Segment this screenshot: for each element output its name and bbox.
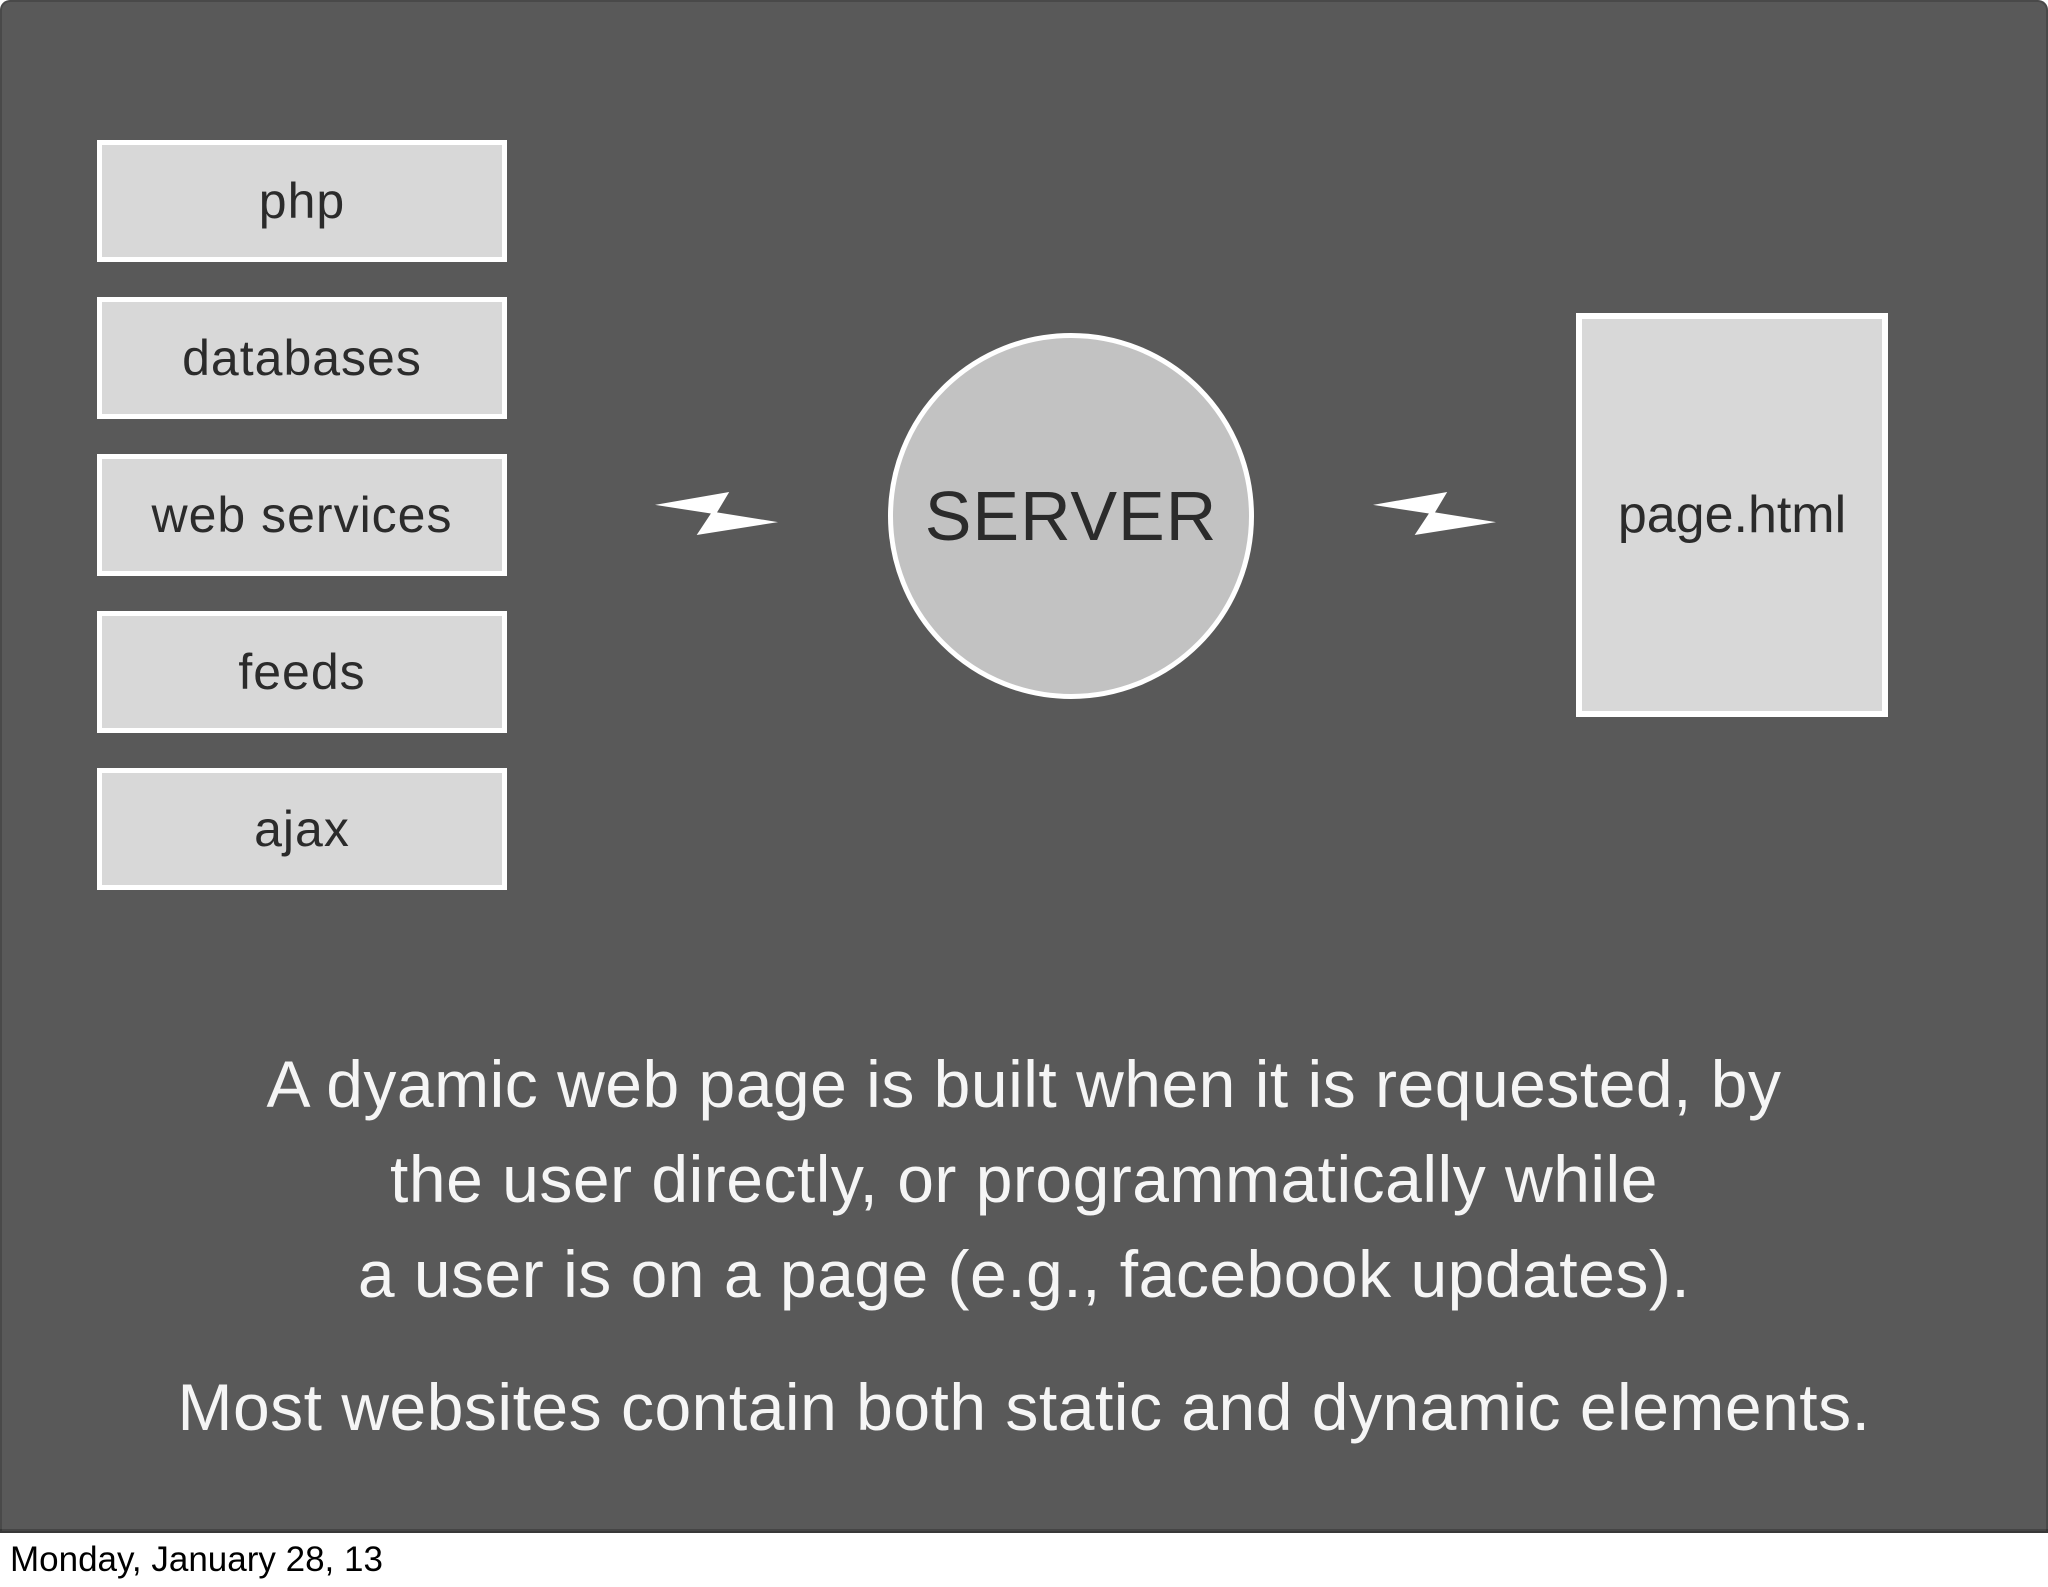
source-box-databases: databases (97, 297, 507, 419)
source-box-ajax: ajax (97, 768, 507, 890)
output-page-box: page.html (1576, 313, 1888, 717)
lightning-icon (655, 492, 778, 535)
status-bar: Monday, January 28, 13 (0, 1533, 2048, 1587)
closing-line: Most websites contain both static and dy… (177, 1370, 1871, 1444)
lightning-icon (1373, 492, 1496, 535)
caption-line: A dyamic web page is built when it is re… (266, 1047, 1782, 1121)
server-label: SERVER (924, 477, 1218, 555)
source-box-label: feeds (238, 644, 366, 700)
output-page-label: page.html (1617, 486, 1847, 544)
caption-paragraph: A dyamic web page is built when it is re… (0, 1037, 2048, 1322)
source-box-label: web services (151, 487, 453, 543)
source-box-web-services: web services (97, 454, 507, 576)
source-box-label: php (258, 173, 346, 229)
source-box-feeds: feeds (97, 611, 507, 733)
server-circle: SERVER (888, 333, 1254, 699)
slide: php databases web services feeds ajax SE… (0, 0, 2048, 1533)
caption-line: a user is on a page (e.g., facebook upda… (357, 1237, 1691, 1311)
source-box-label: databases (182, 330, 422, 386)
source-box-php: php (97, 140, 507, 262)
caption-line: the user directly, or programmatically w… (390, 1142, 1658, 1216)
date-label: Monday, January 28, 13 (10, 1540, 383, 1579)
source-box-label: ajax (254, 801, 350, 857)
